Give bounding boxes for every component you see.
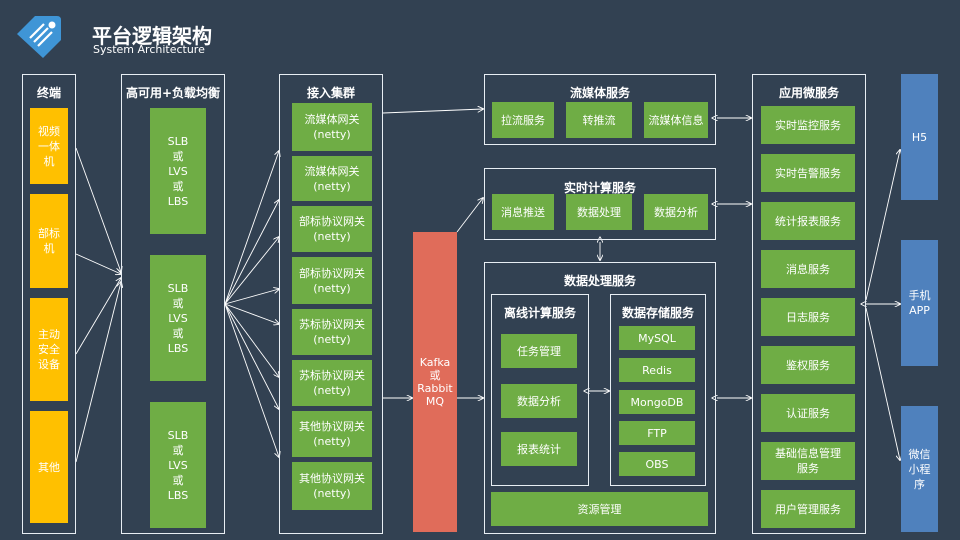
ftp-node: FTP bbox=[619, 421, 695, 445]
terminal-item: 其他 bbox=[30, 411, 68, 523]
push-stream-node: 转推流 bbox=[566, 102, 632, 138]
terminal-title: 终端 bbox=[36, 86, 61, 100]
gateway-node: 流媒体网关 (netty) bbox=[292, 156, 372, 201]
terminal-item: 部标机 bbox=[30, 194, 68, 288]
lb-node: SLB 或 LVS 或 LBS bbox=[150, 108, 206, 234]
terminal-item: 视频一体机 bbox=[30, 108, 68, 184]
logo bbox=[14, 14, 64, 58]
lb-node: SLB 或 LVS 或 LBS bbox=[150, 255, 206, 381]
client-mobile-app: 手机 APP bbox=[901, 240, 938, 366]
gateway-node: 其他协议网关 (netty) bbox=[292, 411, 372, 457]
realtime-compute-title: 实时计算服务 bbox=[563, 181, 636, 195]
realtime-compute-panel: 实时计算服务 bbox=[484, 168, 716, 240]
access-cluster-title: 接入集群 bbox=[306, 86, 355, 100]
app-service-node: 消息服务 bbox=[761, 250, 855, 288]
app-service-node: 鉴权服务 bbox=[761, 346, 855, 384]
load-balancer-panel: 高可用+负载均衡 bbox=[121, 74, 225, 534]
app-service-node: 实时监控服务 bbox=[761, 106, 855, 144]
offline-compute-title: 离线计算服务 bbox=[503, 306, 576, 320]
gateway-node: 流媒体网关 (netty) bbox=[292, 103, 372, 151]
data-analysis-node: 数据分析 bbox=[644, 194, 708, 230]
data-processing-node: 数据处理 bbox=[566, 194, 632, 230]
app-service-node: 统计报表服务 bbox=[761, 202, 855, 240]
data-processing-title: 数据处理服务 bbox=[563, 274, 636, 288]
report-statistics-node: 报表统计 bbox=[501, 432, 577, 466]
streaming-service-panel: 流媒体服务 bbox=[484, 74, 716, 145]
load-balancer-title: 高可用+负载均衡 bbox=[125, 86, 221, 100]
pull-stream-node: 拉流服务 bbox=[492, 102, 554, 138]
stream-info-node: 流媒体信息 bbox=[644, 102, 708, 138]
page-subtitle: System Architecture bbox=[93, 43, 205, 56]
gateway-node: 苏标协议网关 (netty) bbox=[292, 309, 372, 355]
data-storage-panel: 数据存储服务 bbox=[610, 294, 706, 486]
gateway-node: 部标协议网关 (netty) bbox=[292, 257, 372, 304]
obs-node: OBS bbox=[619, 452, 695, 476]
app-service-node: 认证服务 bbox=[761, 394, 855, 432]
offline-analysis-node: 数据分析 bbox=[501, 384, 577, 418]
client-h5: H5 bbox=[901, 74, 938, 200]
mongodb-node: MongoDB bbox=[619, 390, 695, 414]
data-storage-title: 数据存储服务 bbox=[621, 306, 694, 320]
message-push-node: 消息推送 bbox=[492, 194, 554, 230]
client-wechat-miniprogram: 微信 小程序 bbox=[901, 406, 938, 532]
message-queue: Kafka 或 Rabbit MQ bbox=[413, 232, 457, 532]
resource-management-node: 资源管理 bbox=[491, 492, 708, 526]
terminal-panel: 终端 bbox=[22, 74, 76, 534]
terminal-item: 主动安全设备 bbox=[30, 298, 68, 401]
data-processing-panel: 数据处理服务 bbox=[484, 262, 716, 534]
page-title: 平台逻辑架构 bbox=[92, 24, 212, 48]
app-services-title: 应用微服务 bbox=[778, 86, 839, 100]
lb-node: SLB 或 LVS 或 LBS bbox=[150, 402, 206, 528]
tag-icon bbox=[17, 16, 61, 58]
app-services-panel: 应用微服务 bbox=[752, 74, 866, 534]
access-cluster-panel: 接入集群 bbox=[279, 74, 383, 534]
gateway-node: 其他协议网关 (netty) bbox=[292, 462, 372, 510]
app-service-node: 日志服务 bbox=[761, 298, 855, 336]
offline-compute-panel: 离线计算服务 bbox=[491, 294, 589, 486]
app-service-node: 基础信息管理 服务 bbox=[761, 442, 855, 480]
streaming-service-title: 流媒体服务 bbox=[569, 86, 630, 100]
mysql-node: MySQL bbox=[619, 326, 695, 350]
task-management-node: 任务管理 bbox=[501, 334, 577, 368]
app-service-node: 实时告警服务 bbox=[761, 154, 855, 192]
redis-node: Redis bbox=[619, 358, 695, 382]
gateway-node: 苏标协议网关 (netty) bbox=[292, 360, 372, 406]
gateway-node: 部标协议网关 (netty) bbox=[292, 206, 372, 252]
app-service-node: 用户管理服务 bbox=[761, 490, 855, 528]
